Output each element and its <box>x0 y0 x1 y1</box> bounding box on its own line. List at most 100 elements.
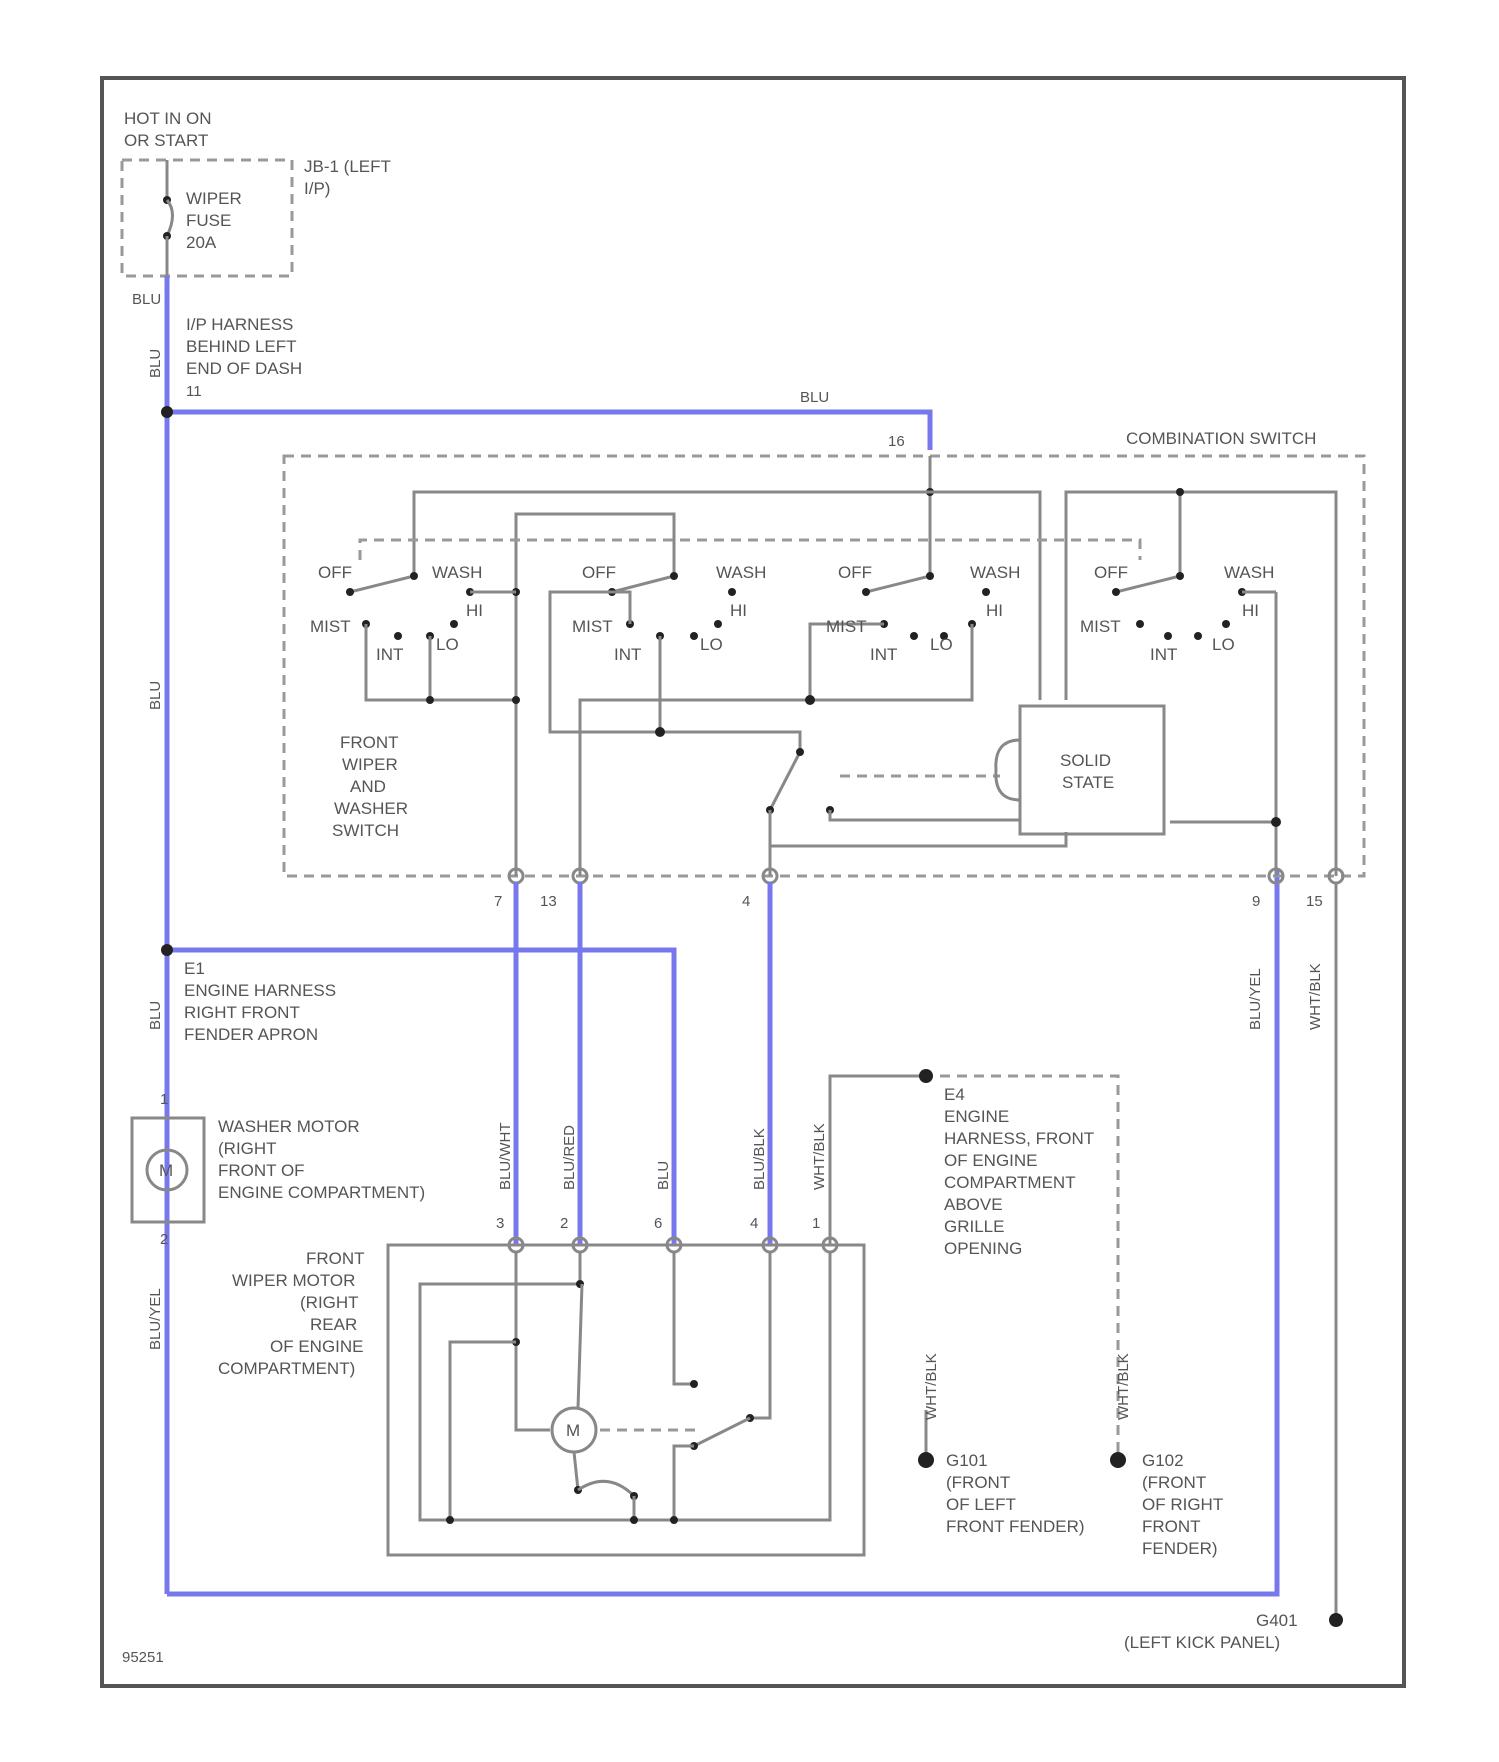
switch-name-1: FRONT <box>340 733 399 752</box>
wire-wht-blk-g102: WHT/BLK <box>1115 1353 1132 1420</box>
pos-int-2: INT <box>614 645 641 664</box>
pos-hi-3: HI <box>986 601 1003 620</box>
wire-blu-vertical-3: BLU <box>147 1001 164 1030</box>
pos-hi-1: HI <box>466 601 483 620</box>
wiper-pin-6: 6 <box>654 1215 662 1232</box>
wiper-pin-4: 4 <box>750 1215 758 1232</box>
pos-wash-4: WASH <box>1224 563 1274 582</box>
e4-label-4: OF ENGINE <box>944 1151 1038 1170</box>
pos-off-2: OFF <box>582 563 616 582</box>
pos-lo-3: LO <box>930 635 953 654</box>
splice-dot-e1 <box>161 944 173 956</box>
wiper-name-1: FRONT <box>306 1249 365 1268</box>
wire-blu-blk: BLU/BLK <box>751 1128 768 1190</box>
switch-name-3: AND <box>350 777 386 796</box>
switch-pin-7: 7 <box>494 893 502 910</box>
g101-code: G101 <box>946 1451 988 1470</box>
wire-blu-center: BLU <box>655 1161 672 1190</box>
switch-position-labels: OFF WASH MIST INT LO HI OFF WASH MIST IN… <box>310 563 1274 664</box>
wiper-name-4: REAR <box>310 1315 357 1334</box>
g102-line-2: OF RIGHT <box>1142 1495 1223 1514</box>
wiper-pin-2: 2 <box>560 1215 568 1232</box>
wiper-name-2: WIPER MOTOR <box>232 1271 355 1290</box>
solid-state-1: SOLID <box>1060 751 1111 770</box>
combination-switch-title: COMBINATION SWITCH <box>1126 429 1316 448</box>
solid-state-module <box>996 706 1164 834</box>
wire-blu-top-horizontal: BLU <box>800 389 829 406</box>
g102-line-3: FRONT <box>1142 1517 1201 1536</box>
wire-blu-yel-left: BLU/YEL <box>147 1288 164 1350</box>
pos-int-4: INT <box>1150 645 1177 664</box>
washer-name-3: FRONT OF <box>218 1161 305 1180</box>
pos-off-3: OFF <box>838 563 872 582</box>
g102-line-4: FENDER) <box>1142 1539 1218 1558</box>
solid-state-2: STATE <box>1062 773 1114 792</box>
combination-switch-box <box>284 456 1364 876</box>
e1-label-4: FENDER APRON <box>184 1025 318 1044</box>
wire-wht-blk-right: WHT/BLK <box>1307 963 1324 1030</box>
switch-internal-wiring <box>346 456 1336 876</box>
g101-line-3: FRONT FENDER) <box>946 1517 1085 1536</box>
pos-lo-1: LO <box>436 635 459 654</box>
wiper-name-6: COMPARTMENT) <box>218 1359 355 1378</box>
switch-to-motor-wires[interactable] <box>516 882 1343 1627</box>
e4-label-6: ABOVE <box>944 1195 1003 1214</box>
front-wiper-motor <box>388 1238 864 1555</box>
jb-label-2: I/P) <box>304 179 330 198</box>
switch-pin-4: 4 <box>742 893 750 910</box>
jb-label-1: JB-1 (LEFT <box>304 157 391 176</box>
fuse-label-1: WIPER <box>186 189 242 208</box>
e1-label-1: E1 <box>184 959 205 978</box>
pos-off-4: OFF <box>1094 563 1128 582</box>
washer-name-2: (RIGHT <box>218 1139 277 1158</box>
wire-blu-yel-right: BLU/YEL <box>1247 968 1264 1030</box>
switch-pin-9: 9 <box>1252 893 1260 910</box>
e4-label-3: HARNESS, FRONT <box>944 1129 1094 1148</box>
switch-name-4: WASHER <box>334 799 408 818</box>
pos-int-1: INT <box>376 645 403 664</box>
pos-wash-3: WASH <box>970 563 1020 582</box>
hot-feed-wire <box>167 276 1277 1594</box>
washer-motor-symbol: M <box>159 1161 173 1180</box>
fuse-label-3: 20A <box>186 233 217 252</box>
pos-hi-4: HI <box>1242 601 1259 620</box>
wire-blu-vertical-1: BLU <box>147 349 164 378</box>
g102-line-1: (FRONT <box>1142 1473 1206 1492</box>
switch-name-5: SWITCH <box>332 821 399 840</box>
pos-off-1: OFF <box>318 563 352 582</box>
hot-label-2: OR START <box>124 131 208 150</box>
diagram-frame <box>102 78 1404 1686</box>
ip-pin: 11 <box>186 383 202 400</box>
e4-label-8: OPENING <box>944 1239 1022 1258</box>
pos-mist-2: MIST <box>572 617 613 636</box>
pos-int-3: INT <box>870 645 897 664</box>
fuse-label-2: FUSE <box>186 211 231 230</box>
ip-harness-3: END OF DASH <box>186 359 302 378</box>
splice-dot-top <box>161 406 173 418</box>
switch-pin-13: 13 <box>540 893 557 910</box>
ground-g102-dot <box>1110 1452 1126 1468</box>
wire-blu-red: BLU/RED <box>561 1125 578 1190</box>
pos-wash-2: WASH <box>716 563 766 582</box>
pos-lo-4: LO <box>1212 635 1235 654</box>
washer-name-4: ENGINE COMPARTMENT) <box>218 1183 425 1202</box>
g401-code: G401 <box>1256 1611 1298 1630</box>
pos-mist-1: MIST <box>310 617 351 636</box>
combo-pin-16: 16 <box>888 433 905 450</box>
wire-blu-wht: BLU/WHT <box>497 1123 514 1191</box>
pos-hi-2: HI <box>730 601 747 620</box>
g102-code: G102 <box>1142 1451 1184 1470</box>
wiper-pin-1: 1 <box>812 1215 820 1232</box>
wiper-motor-symbol: M <box>566 1421 580 1440</box>
switch-name-2: WIPER <box>342 755 398 774</box>
e4-label-7: GRILLE <box>944 1217 1004 1236</box>
pos-mist-4: MIST <box>1080 617 1121 636</box>
washer-name-1: WASHER MOTOR <box>218 1117 360 1136</box>
washer-pin-bottom: 2 <box>160 1231 168 1248</box>
ground-g101-dot <box>918 1452 934 1468</box>
e1-label-3: RIGHT FRONT <box>184 1003 300 1022</box>
pos-lo-2: LO <box>700 635 723 654</box>
pos-wash-1: WASH <box>432 563 482 582</box>
e4-label-1: E4 <box>944 1085 965 1104</box>
hot-label-1: HOT IN ON <box>124 109 212 128</box>
